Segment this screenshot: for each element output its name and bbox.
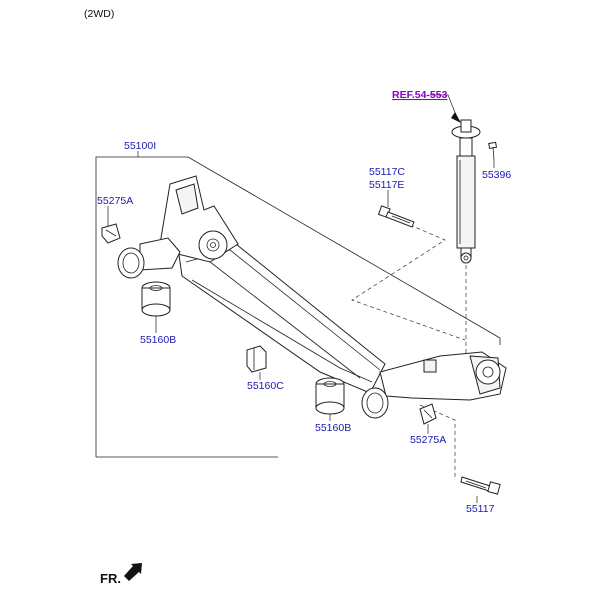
relation-lines	[351, 224, 467, 480]
bracket-55275a-right	[419, 403, 437, 425]
front-direction-arrow-icon	[124, 563, 142, 581]
label-55275a-right[interactable]: 55275A	[410, 434, 446, 446]
stopper-55160c	[246, 345, 267, 373]
front-direction-label: FR.	[100, 571, 121, 586]
label-55100i[interactable]: 55100I	[124, 140, 156, 152]
leader-lines	[107, 94, 495, 503]
label-55117e[interactable]: 55117E	[369, 179, 404, 191]
right-trailing-arm	[379, 351, 507, 401]
label-55117[interactable]: 55117	[466, 503, 495, 515]
variant-label: (2WD)	[84, 8, 114, 20]
bushing-55160b-left	[141, 281, 171, 317]
reference-arrowhead	[451, 112, 461, 123]
label-55396[interactable]: 55396	[482, 169, 511, 181]
label-55160c[interactable]: 55160C	[247, 380, 284, 392]
label-55160b-right[interactable]: 55160B	[315, 422, 351, 434]
upper-bolt	[377, 205, 415, 228]
bushing-55160b-right	[315, 377, 345, 415]
label-55275a-left[interactable]: 55275A	[97, 195, 133, 207]
bracket-55275a-left	[101, 223, 121, 244]
label-55117c[interactable]: 55117C	[369, 166, 405, 178]
label-55160b-left[interactable]: 55160B	[140, 334, 176, 346]
left-trailing-arm	[139, 175, 239, 271]
reference-label[interactable]: REF.54-553	[392, 89, 448, 101]
shock-bolt-55396	[488, 141, 498, 161]
assembly-outline	[95, 156, 501, 458]
lower-bolt	[460, 476, 501, 495]
left-arm-bushing	[117, 247, 145, 279]
shock-absorber	[451, 119, 481, 264]
right-arm-bushing	[361, 387, 389, 419]
